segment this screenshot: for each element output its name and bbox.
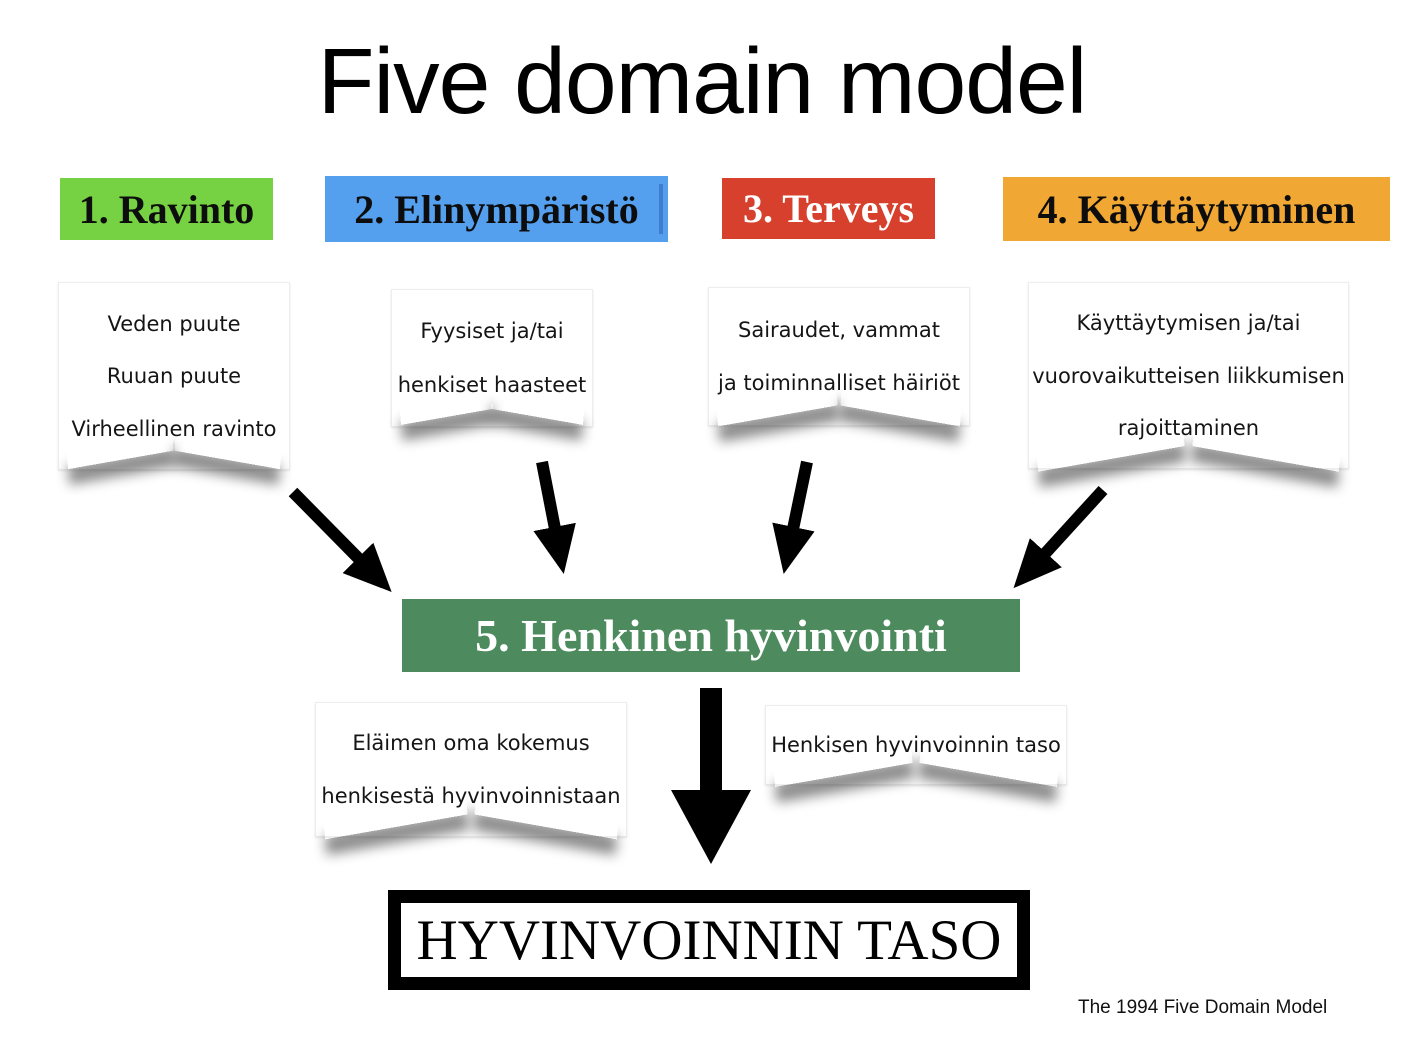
domain-header-ravinto: 1. Ravinto [60, 178, 273, 240]
arrow-from-terveys-icon [772, 460, 815, 574]
note-terveys-details: Sairaudet, vammat ja toiminnalliset häir… [708, 287, 970, 426]
note-ravinto-details: Veden puute Ruuan puute Virheellinen rav… [58, 282, 290, 470]
note-line: Virheellinen ravinto [71, 416, 277, 441]
note-line: ja toiminnalliset häiriöt [718, 371, 960, 396]
domain-header-label: 4. Käyttäytyminen [1037, 186, 1356, 232]
note-hyvinvoinnin-taso: Henkisen hyvinvoinnin taso [765, 705, 1067, 785]
text-caret [659, 184, 663, 234]
arrow-from-elinymparisto-icon [533, 460, 576, 575]
note-line: Henkisen hyvinvoinnin taso [771, 733, 1061, 757]
arrow-from-ravinto-icon [288, 487, 392, 593]
note-elaimen-kokemus: Eläimen oma kokemus henkisestä hyvinvoin… [315, 702, 627, 837]
page-title: Five domain model [317, 29, 1088, 133]
note-line: Fyysiset ja/tai [420, 319, 564, 344]
note-line: henkiset haasteet [397, 372, 587, 397]
domain-header-label: 5. Henkinen hyvinvointi [475, 610, 947, 661]
result-label: HYVINVOINNIN TASO [416, 908, 1002, 972]
note-line: Veden puute [107, 311, 241, 336]
result-box: HYVINVOINNIN TASO [388, 890, 1030, 990]
note-line: Eläimen oma kokemus [352, 731, 590, 756]
domain-header-terveys: 3. Terveys [722, 178, 935, 239]
domain-header-label: 1. Ravinto [78, 186, 255, 232]
note-elinymparisto-details: Fyysiset ja/tai henkiset haasteet [391, 289, 593, 427]
note-line: Käyttäytymisen ja/tai [1076, 311, 1301, 336]
domain-header-elinymparisto: 2. Elinympäristö [325, 176, 668, 242]
arrow-to-result-icon [671, 688, 751, 864]
domain-header-kayttaytyminen: 4. Käyttäytyminen [1003, 177, 1390, 241]
arrow-from-kayttaytyminen-icon [1013, 485, 1108, 589]
caption: The 1994 Five Domain Model [1078, 997, 1328, 1018]
note-line: rajoittaminen [1117, 415, 1260, 440]
note-kayttaytyminen-details: Käyttäytymisen ja/tai vuorovaikutteisen … [1028, 282, 1349, 469]
domain-header-label: 3. Terveys [742, 186, 915, 231]
domain-header-label: 2. Elinympäristö [354, 186, 639, 232]
domain-header-henkinen-hyvinvointi: 5. Henkinen hyvinvointi [402, 599, 1020, 672]
note-line: vuorovaikutteisen liikkumisen [1032, 363, 1345, 388]
note-line: Ruuan puute [106, 364, 242, 388]
note-line: Sairaudet, vammat [738, 317, 940, 342]
note-line: henkisestä hyvinvoinnistaan [321, 783, 621, 808]
